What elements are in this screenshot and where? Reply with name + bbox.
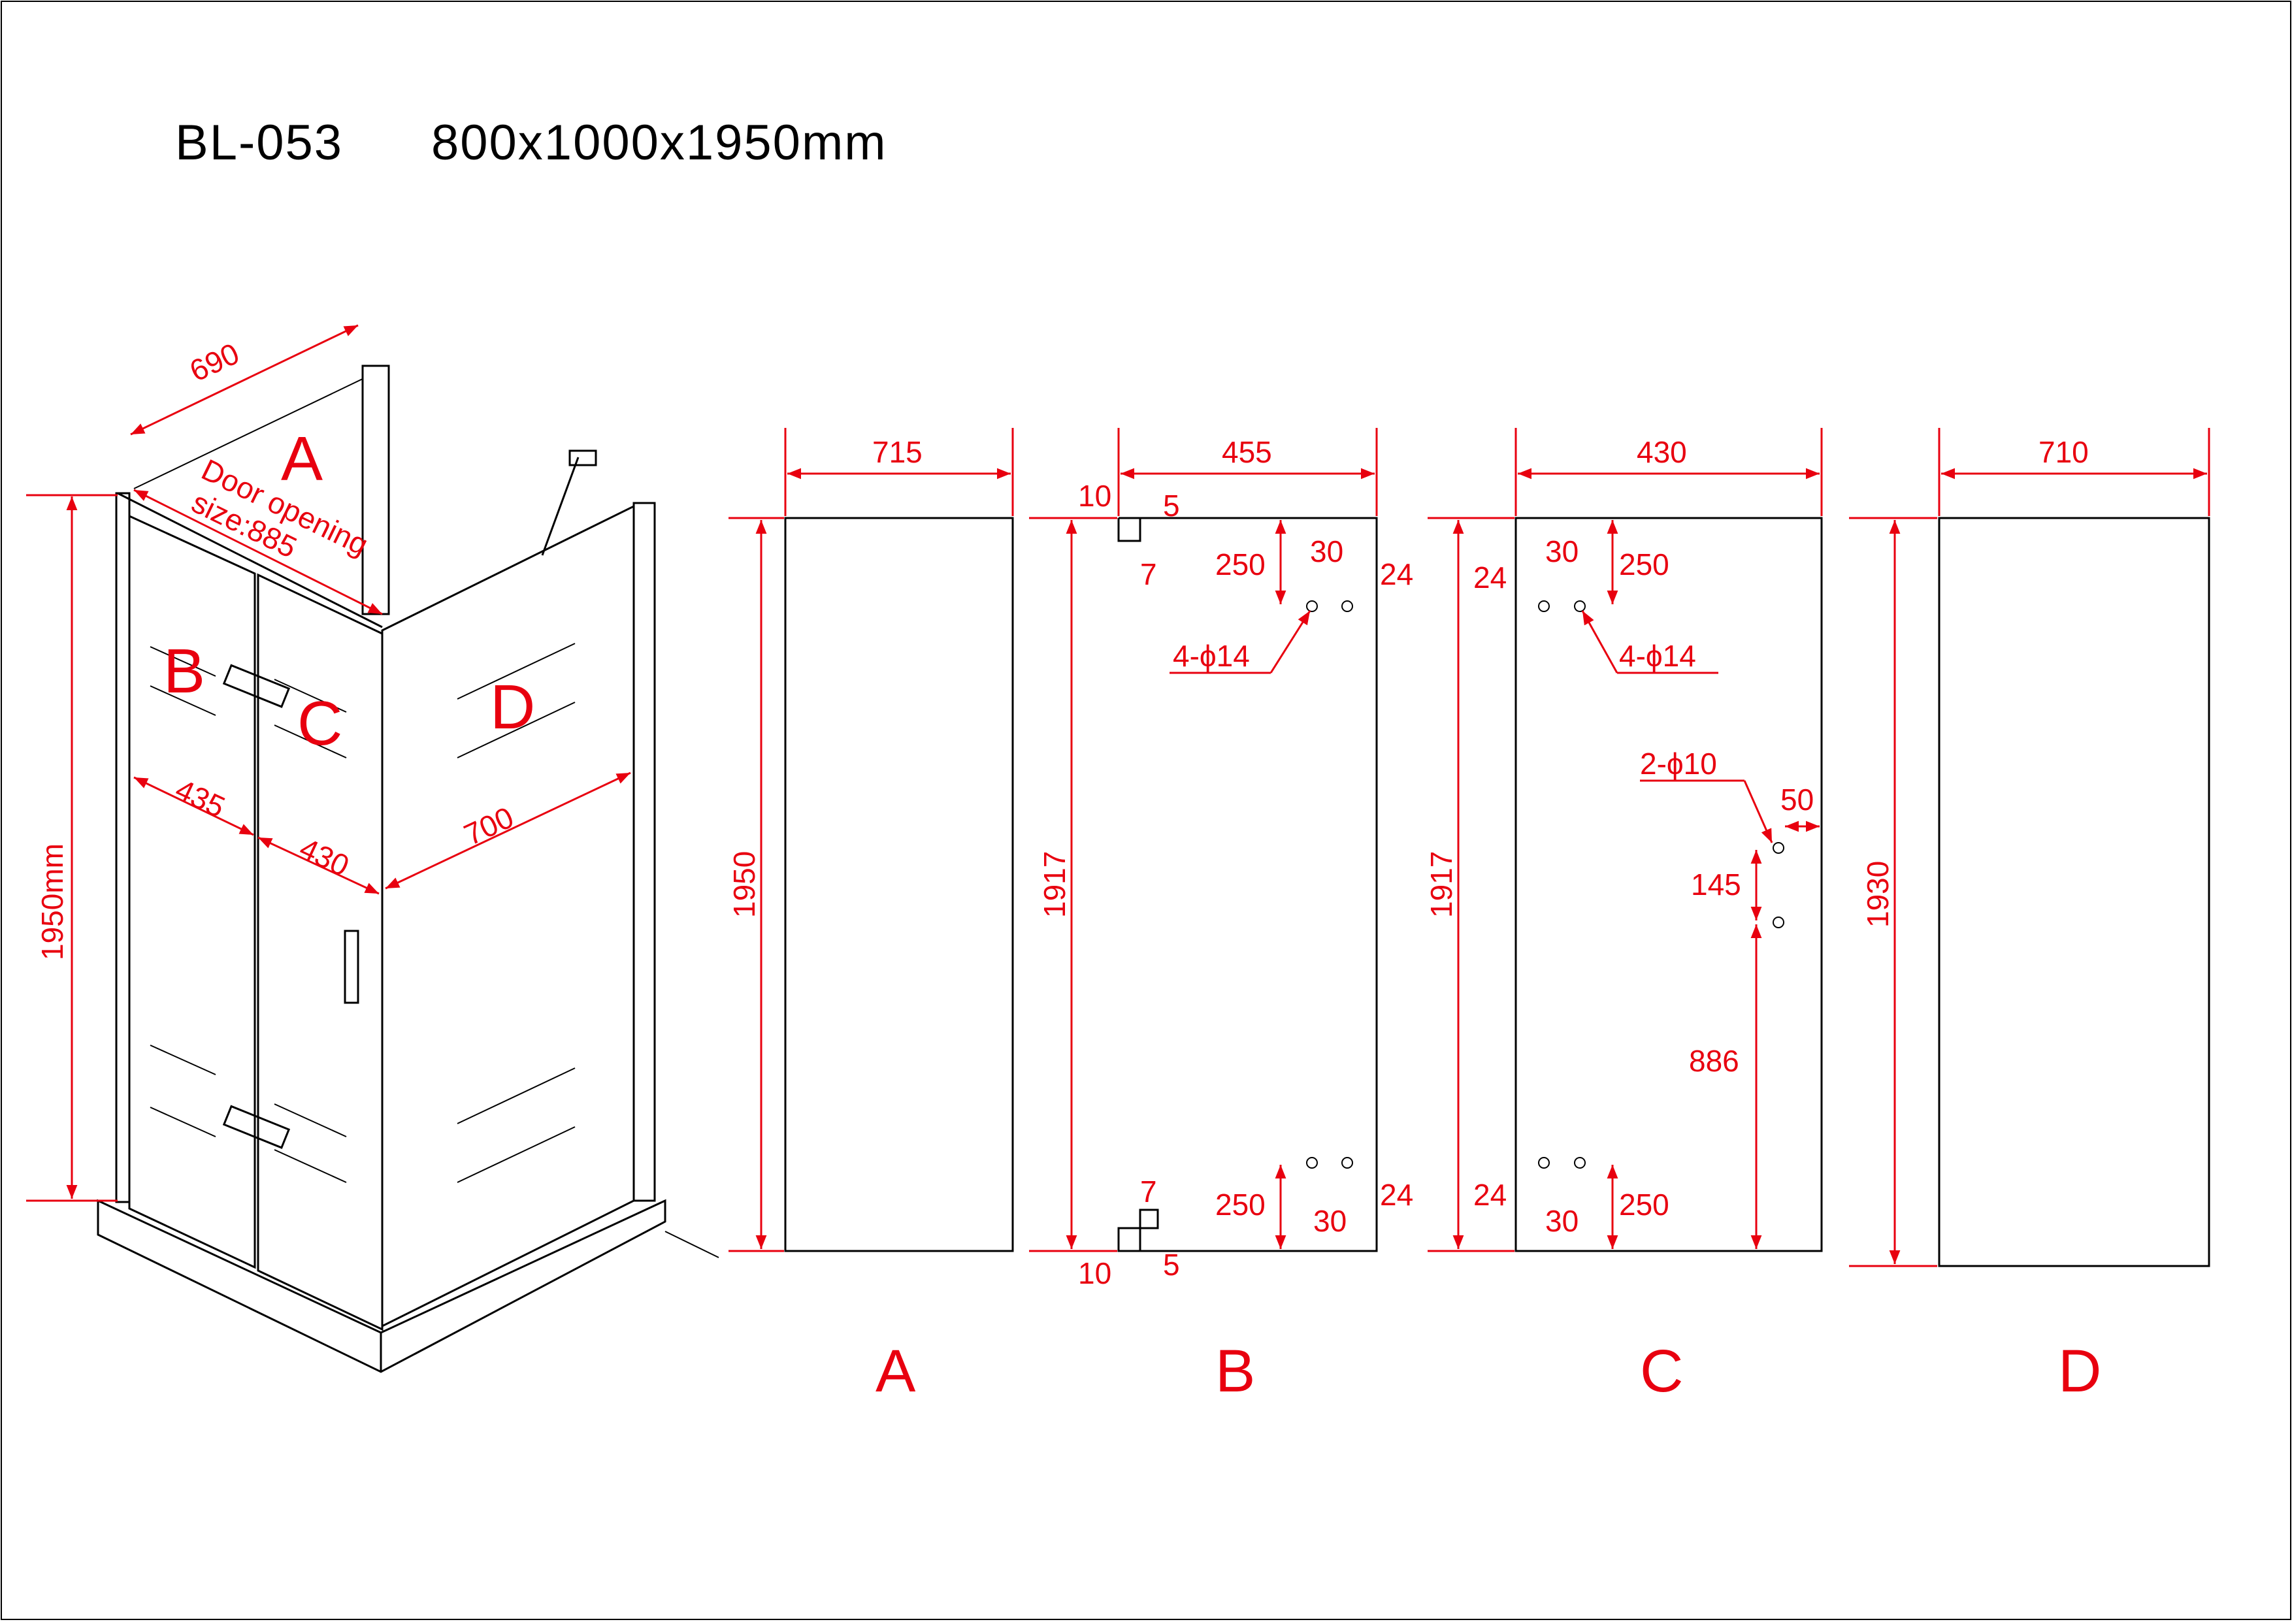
frosted-stripes: [150, 643, 576, 1183]
panel-a-outline: [784, 517, 1014, 1252]
c-dim-bottom-24: 24: [1473, 1178, 1507, 1212]
overall-size: 800x1000x1950mm: [431, 115, 887, 171]
back-corner-profile: [361, 365, 390, 615]
b-dim-bottom-24: 24: [1380, 1178, 1413, 1212]
panel-c-outline: [1514, 517, 1823, 1252]
b-dim-bottom-30: 30: [1313, 1204, 1347, 1238]
b-hole-1: [1306, 600, 1318, 612]
stabilizer-bracket: [568, 449, 597, 466]
b-hole-4: [1341, 1157, 1353, 1169]
panel-d-outline: [1938, 517, 2210, 1267]
b-hole-2: [1341, 600, 1353, 612]
c-dim-bottom-250: 250: [1619, 1188, 1669, 1222]
c-dim-holes-top: 4-ϕ14: [1619, 639, 1696, 673]
panel-b-outline: [1117, 517, 1378, 1252]
c-dim-top-250: 250: [1619, 547, 1669, 581]
panel-c-width: 430: [1637, 435, 1687, 469]
stabilizer-bar: [541, 457, 580, 556]
b-dim-top-5: 5: [1163, 489, 1180, 523]
b-dim-bottom-5: 5: [1163, 1248, 1180, 1282]
panel-c-drawing: 430 1917 24 30 250 4-ϕ14 2-ϕ10 50 145 88…: [1424, 428, 1823, 1405]
dim-left-door: [133, 776, 254, 836]
b-hole-3: [1306, 1157, 1318, 1169]
c-dim-handle-holes: 2-ϕ10: [1640, 747, 1717, 781]
dim-door-opening: [133, 489, 383, 615]
panel-b-label: B: [1215, 1338, 1255, 1405]
panel-b-drawing: 455 1917 10 5 7 250 30 24 4-ϕ14 7 250 30…: [1029, 428, 1413, 1405]
dim-right-door-label: 430: [295, 831, 355, 883]
panel-d-label: D: [2058, 1338, 2101, 1405]
panel-c-label: C: [1640, 1338, 1683, 1405]
dim-left-door-label: 435: [171, 772, 231, 824]
panel-b-height: 1917: [1038, 851, 1072, 918]
dim-top-width: [130, 324, 359, 436]
b-dim-holes-top: 4-ϕ14: [1173, 639, 1250, 673]
left-wall-profile: [115, 492, 131, 1203]
panel-a-width: 715: [872, 435, 923, 469]
dim-right-door: [257, 836, 380, 895]
panel-a-height: 1950: [727, 851, 761, 918]
panel-a-drawing: 715 1950 A: [727, 428, 1014, 1405]
floor-line: [664, 1231, 719, 1258]
c-handle-hole-1: [1773, 842, 1784, 854]
c-dim-886: 886: [1689, 1044, 1739, 1078]
c-dim-bottom-30: 30: [1545, 1204, 1579, 1238]
c-hole-1: [1538, 600, 1550, 612]
door-panel-b: [128, 514, 256, 1269]
panel-d-drawing: 710 1930 D: [1849, 428, 2210, 1405]
b-dim-top-250: 250: [1215, 547, 1266, 581]
door-panel-c: [257, 573, 384, 1331]
door-handle: [344, 930, 359, 1004]
iso-label-c: C: [297, 689, 342, 758]
hinge-upper: [222, 664, 291, 708]
hinge-lower: [222, 1105, 291, 1149]
iso-label-a: A: [281, 424, 323, 494]
c-hole-2: [1574, 600, 1586, 612]
b-dim-bottom-7: 7: [1140, 1175, 1157, 1209]
c-dim-top-24: 24: [1473, 560, 1507, 594]
iso-label-d: D: [490, 672, 535, 742]
panel-a-label: A: [876, 1338, 916, 1405]
dim-overall-height-label: 1950mm: [35, 843, 69, 960]
panel-b-width: 455: [1222, 435, 1272, 469]
b-dim-bottom-10: 10: [1078, 1256, 1111, 1290]
panel-d-width: 710: [2038, 435, 2089, 469]
c-hole-3: [1538, 1157, 1550, 1169]
b-dim-top-30: 30: [1310, 534, 1343, 568]
c-hole-4: [1574, 1157, 1586, 1169]
c-dim-top-30: 30: [1545, 534, 1579, 568]
c-dim-50: 50: [1780, 783, 1814, 817]
iso-label-b: B: [163, 636, 205, 706]
b-dim-top-10: 10: [1078, 479, 1111, 513]
dim-top-width-label: 690: [184, 336, 244, 388]
side-wall-profile: [632, 502, 656, 1202]
b-dim-bottom-250: 250: [1215, 1188, 1266, 1222]
panel-d-height: 1930: [1861, 861, 1895, 928]
c-dim-145: 145: [1691, 868, 1741, 901]
c-handle-hole-2: [1773, 917, 1784, 928]
dim-side-width-label: 700: [459, 800, 519, 852]
isometric-view: 690 Door opening size:885 435 430 700 19…: [26, 324, 719, 1373]
b-dim-top-24: 24: [1380, 557, 1413, 591]
model-number: BL-053: [175, 115, 344, 171]
panel-c-height: 1917: [1424, 851, 1458, 918]
side-panel-d: [381, 504, 635, 1328]
b-dim-top-7: 7: [1140, 557, 1157, 591]
dim-side-width: [385, 771, 631, 890]
